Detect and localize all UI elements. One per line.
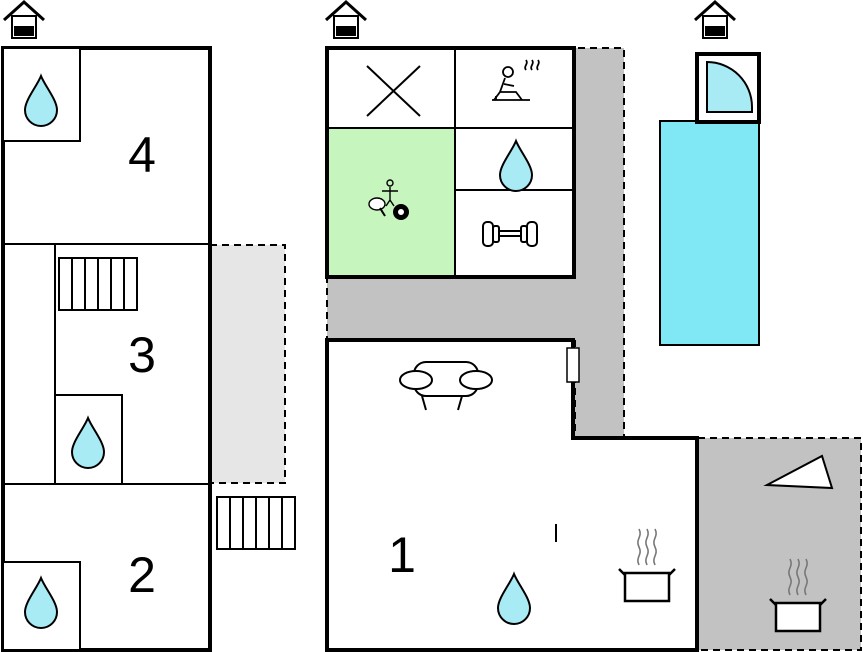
- house-entrance-icon: [324, 0, 368, 40]
- left-building: [1, 46, 212, 652]
- table-tennis-billiards-icon: [368, 179, 409, 220]
- sunbed-icon: [763, 454, 834, 490]
- room-label-3: 3: [128, 327, 156, 383]
- stairs-icon: [216, 496, 296, 550]
- dumbbell-icon: [482, 221, 538, 247]
- terrace-left: [209, 244, 286, 484]
- stairs-icon: [58, 257, 138, 311]
- room-label-1: 1: [388, 527, 416, 583]
- house-entrance-icon: [693, 0, 737, 40]
- room-label-4: 4: [128, 127, 156, 183]
- no-entry-cross-icon: [366, 65, 421, 117]
- house-entrance-icon: [2, 0, 46, 40]
- pool: [659, 120, 760, 346]
- shower-icon: [706, 60, 753, 113]
- game-room: [329, 128, 455, 275]
- sauna-icon: [492, 59, 540, 101]
- sofa-icon: [399, 361, 493, 411]
- door: [566, 347, 580, 383]
- living-room: [325, 338, 699, 652]
- room-label-2: 2: [128, 547, 156, 603]
